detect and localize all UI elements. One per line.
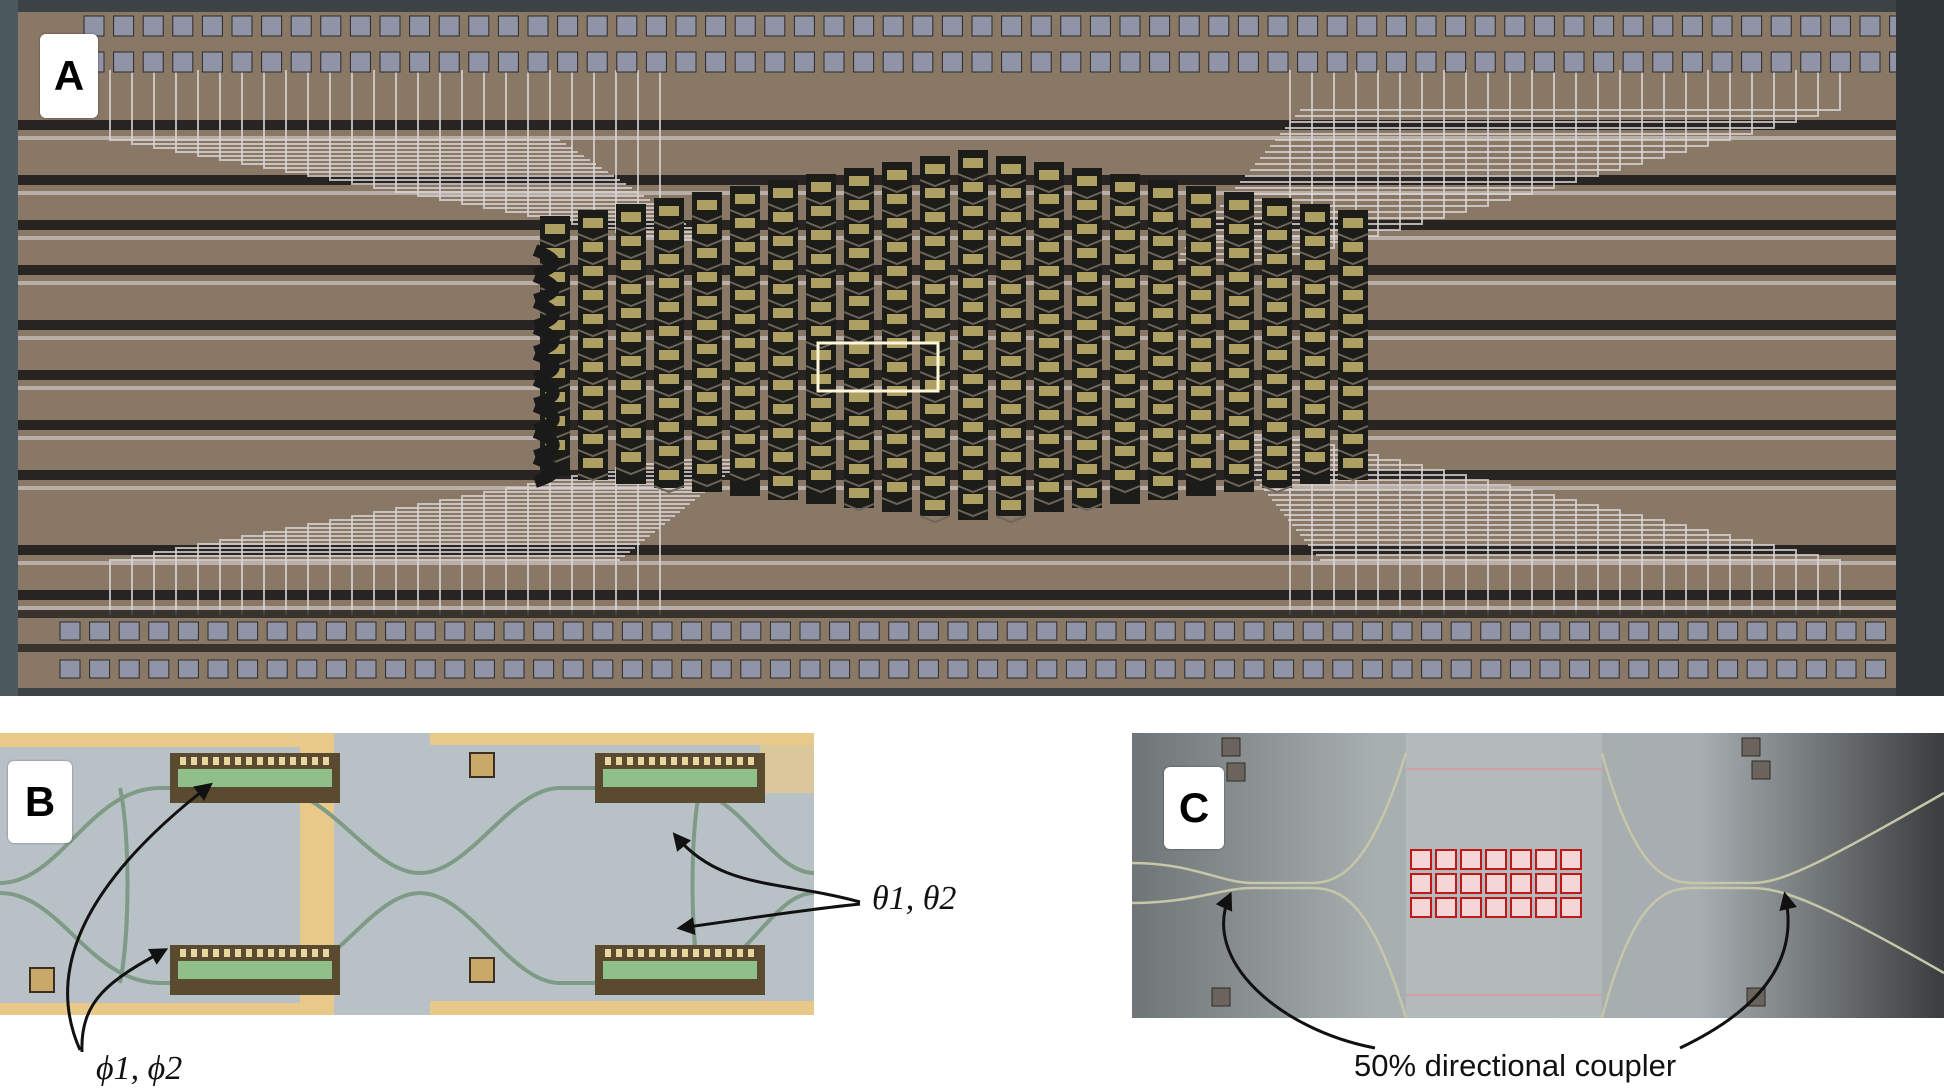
panel-b-label: B: [8, 761, 72, 843]
panel-a-label: A: [40, 34, 98, 118]
theta-label: θ1, θ2: [872, 880, 957, 917]
panel-b-mzi-closeup: B: [0, 733, 814, 1015]
panel-c-coupler-view: C: [1132, 733, 1944, 1018]
coupler-view-image: [1132, 733, 1944, 1018]
mzi-closeup-image: [0, 733, 814, 1015]
coupler-label: 50% directional coupler: [1354, 1048, 1677, 1083]
phi-label: ϕ1, ϕ2: [96, 1050, 183, 1087]
panel-a-chip-micrograph: A: [0, 0, 1944, 696]
panel-c-label: C: [1164, 767, 1224, 849]
chip-micrograph-image: [0, 0, 1944, 696]
